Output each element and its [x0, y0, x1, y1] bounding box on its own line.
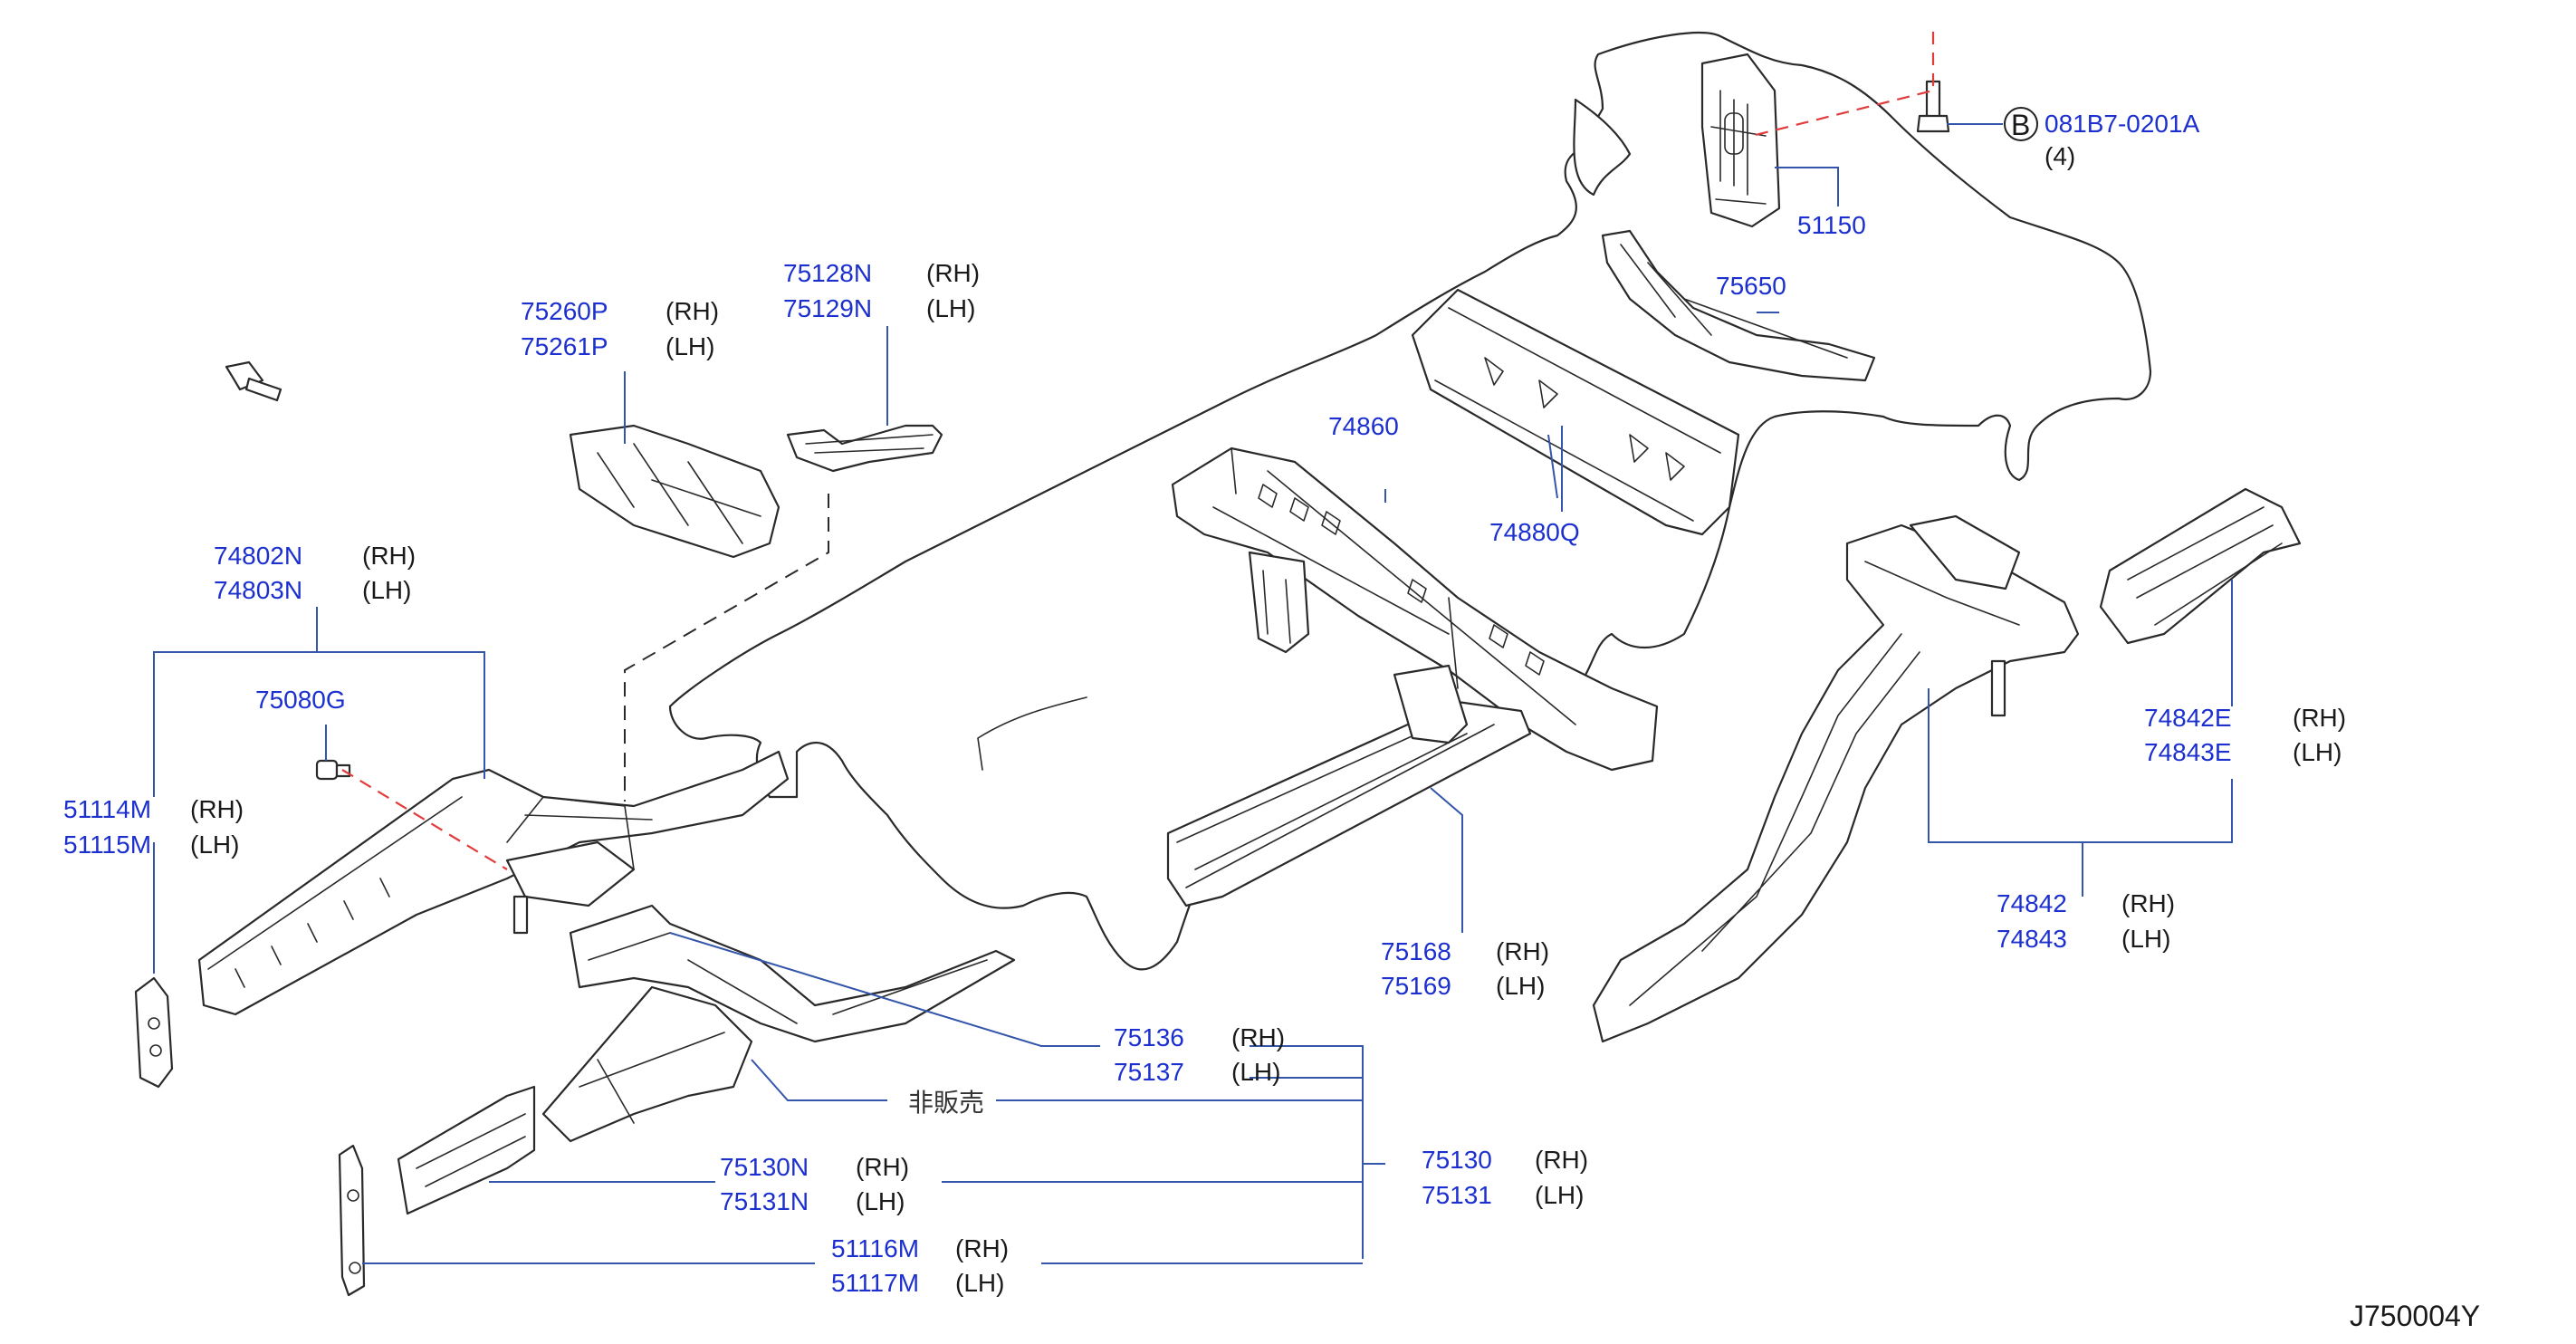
label-51150: 51150	[1797, 211, 1866, 239]
label-75131: 75131	[1422, 1181, 1492, 1209]
label-74803N: 74803N	[214, 576, 302, 604]
diagram-id: J750004Y	[2350, 1300, 2480, 1332]
bolt-ref-part: 081B7-0201A	[2045, 110, 2200, 138]
label-75260P-side: (RH)	[666, 297, 719, 325]
tunnel-edge	[977, 696, 1087, 771]
label-51114M: 51114M	[63, 795, 151, 823]
member-75136	[569, 904, 1016, 1043]
label-75136: 75136	[1114, 1023, 1184, 1051]
label-74802N: 74802N	[214, 542, 302, 570]
label-75131-side: (LH)	[1535, 1181, 1584, 1209]
dashed-guide-line	[624, 494, 829, 802]
label-74842-side: (RH)	[2121, 889, 2175, 917]
label-51117M: 51117M	[831, 1269, 919, 1297]
label-74843-side: (LH)	[2121, 925, 2170, 953]
label-74802N-side: (RH)	[362, 542, 416, 570]
label-74860: 74860	[1328, 412, 1399, 440]
label-74842E: 74842E	[2144, 704, 2232, 732]
label-51115M: 51115M	[63, 830, 151, 859]
label-75169: 75169	[1381, 972, 1451, 1000]
bolt-ref-letter: B	[2011, 109, 2030, 141]
sill-75168	[1166, 664, 1532, 907]
label-74842: 74842	[1997, 889, 2067, 917]
rear-member-74842	[1592, 514, 2080, 1043]
label-75136-side: (RH)	[1231, 1023, 1285, 1051]
plate-51116M	[338, 1144, 366, 1297]
label-75131N-side: (LH)	[856, 1187, 905, 1215]
label-75129N-side: (LH)	[926, 294, 975, 322]
floor-body-outline	[668, 31, 2152, 971]
crossmember-74880Q	[1411, 288, 1740, 536]
label-75080G: 75080G	[255, 686, 346, 714]
label-75261P-side: (LH)	[666, 332, 714, 360]
side-member-74860	[1171, 446, 1659, 772]
grommet-75080G	[315, 759, 351, 781]
label-74843E-side: (LH)	[2293, 738, 2341, 766]
label-74843E: 74843E	[2144, 738, 2232, 766]
label-75261P: 75261P	[521, 332, 608, 360]
front-member-74802N	[197, 750, 790, 1016]
label-75260P: 75260P	[521, 297, 608, 325]
label-75168-side: (RH)	[1496, 937, 1549, 965]
label-75130: 75130	[1422, 1146, 1492, 1174]
bolt-icon	[1916, 80, 1950, 133]
bracket-75260P	[569, 424, 780, 559]
label-51116M: 51116M	[831, 1234, 919, 1262]
label-74843: 74843	[1997, 925, 2067, 953]
bracket-75128N	[786, 424, 943, 473]
label-74880Q: 74880Q	[1489, 518, 1580, 546]
label-51115M-side: (LH)	[190, 830, 239, 859]
label-75650: 75650	[1716, 272, 1786, 300]
label-75129N: 75129N	[783, 294, 872, 322]
rear-extension-74842E	[2099, 487, 2302, 645]
label-75128N-side: (RH)	[926, 259, 980, 287]
red-guide-line-left	[341, 769, 508, 870]
body-opening-left	[1573, 98, 1632, 197]
bolt-small-icon	[225, 360, 282, 402]
label-51117M-side: (LH)	[955, 1269, 1004, 1297]
label-75137: 75137	[1114, 1058, 1184, 1086]
panel-75130N	[397, 1085, 536, 1215]
bolt-ref-circle-icon	[2004, 107, 2038, 141]
bracket-51150	[1700, 53, 1781, 228]
label-75137-side: (LH)	[1231, 1058, 1280, 1086]
label-74803N-side: (LH)	[362, 576, 411, 604]
plate-51114M	[134, 976, 174, 1089]
member-75650	[1601, 229, 1876, 382]
label-75128N: 75128N	[783, 259, 872, 287]
label-74842E-side: (RH)	[2293, 704, 2346, 732]
label-75130N: 75130N	[720, 1153, 809, 1181]
label-75169-side: (LH)	[1496, 972, 1545, 1000]
bolt-ref-qty: (4)	[2045, 142, 2075, 170]
label-75168: 75168	[1381, 937, 1451, 965]
label-75131N: 75131N	[720, 1187, 809, 1215]
label-75130N-side: (RH)	[856, 1153, 909, 1181]
leader-lines	[153, 123, 2233, 1264]
label-51114M-side: (RH)	[190, 795, 244, 823]
member-75130	[541, 985, 753, 1143]
not-for-sale-note: 非販売	[908, 1088, 984, 1118]
label-75130-side: (RH)	[1535, 1146, 1588, 1174]
label-51116M-side: (RH)	[955, 1234, 1009, 1262]
